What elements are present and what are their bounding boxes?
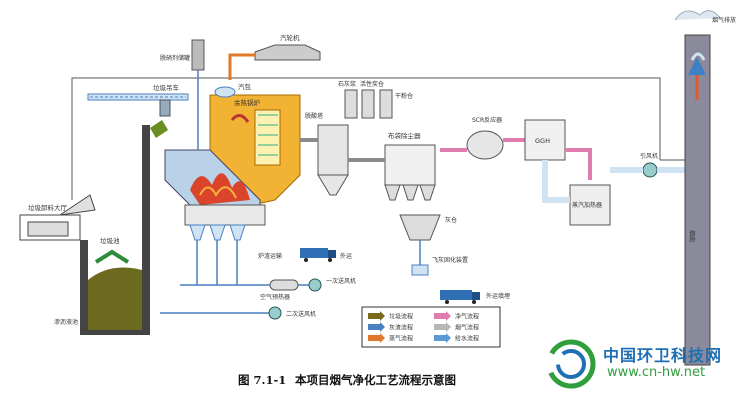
label-landfill: 外运填埋 xyxy=(486,292,510,300)
label-air-preheater: 空气预热器 xyxy=(260,293,290,301)
legend-arrow-icon xyxy=(434,311,451,321)
label-steam-heater: 蒸汽加热器 xyxy=(572,201,602,209)
induced-fan: 引风机 xyxy=(610,152,685,178)
label-fly-ash-silo: 脱硝剂储罐 xyxy=(160,54,190,62)
legend-arrow-icon xyxy=(434,333,451,343)
label-stack-output: 烟气排放 xyxy=(712,16,736,24)
air-supply xyxy=(160,240,320,314)
label-dry-powder: 干粉仓 xyxy=(395,92,413,100)
label-deacidify: 脱酸塔 xyxy=(305,112,323,120)
waste-crane: 垃圾吊车 xyxy=(87,83,189,117)
scr-reactor: SCR反应器 xyxy=(440,116,525,160)
label-stack: 烟囱 xyxy=(688,230,696,242)
label-ggh: GGH xyxy=(535,137,550,145)
label-leachate: 渗沥液池 xyxy=(54,318,78,326)
air-preheater xyxy=(269,279,299,291)
ash-silo: 灰仓 飞灰固化装置 xyxy=(399,214,468,276)
label-unloading-hall: 垃圾卸料大厅 xyxy=(28,203,68,212)
stack: 烟气排放 烟囱 xyxy=(674,10,736,366)
legend-label: 给水流程 xyxy=(455,335,479,343)
watermark-url: www.cn-hw.net xyxy=(607,365,706,380)
watermark-name: 中国环卫科技网 xyxy=(603,346,723,365)
unloading-hall: 垃圾卸料大厅 xyxy=(19,194,96,241)
deacidify-tower: 脱酸塔 xyxy=(300,112,349,196)
legend-label: 净气流程 xyxy=(455,313,479,321)
reagent-silos: 石灰浆 活性炭仓 干粉仓 xyxy=(338,80,413,119)
primary-fan-icon xyxy=(308,278,322,292)
logo-icon xyxy=(546,339,596,389)
label-waste-crane: 垃圾吊车 xyxy=(153,83,180,92)
diagram-canvas: 垃圾吊车 垃圾卸料大厅 垃圾池 渗沥液池 余热锅炉 汽包 xyxy=(19,10,736,366)
legend-arrow-icon xyxy=(434,322,451,332)
label-slag-transport: 外运 xyxy=(340,252,352,260)
label-induced-fan: 引风机 xyxy=(640,152,658,160)
label-lime: 石灰浆 xyxy=(338,80,356,88)
label-drum: 汽包 xyxy=(238,82,252,91)
legend-label: 垃圾流程 xyxy=(389,313,413,321)
label-primary-fan: 一次送风机 xyxy=(326,277,356,285)
label-bag-filter: 布袋除尘器 xyxy=(388,131,421,140)
furnace-grate xyxy=(164,149,266,241)
legend-label: 蒸气流程 xyxy=(389,335,413,343)
watermark: 中国环卫科技网 www.cn-hw.net xyxy=(545,338,745,394)
label-waste-pit: 垃圾池 xyxy=(100,236,120,245)
legend-arrow-icon xyxy=(368,333,385,343)
legend-label: 烟气流程 xyxy=(455,324,479,332)
caption-title: 本项目烟气净化工艺流程示意图 xyxy=(295,373,456,387)
slag-truck: 外运 炉渣运输 xyxy=(258,248,352,262)
label-activated-carbon: 活性炭仓 xyxy=(360,80,384,88)
label-steam-turbine: 汽轮机 xyxy=(280,33,300,42)
secondary-fan-icon xyxy=(268,306,282,320)
waste-pit: 垃圾池 渗沥液池 xyxy=(54,125,150,335)
denitration-tank: 脱硝剂储罐 xyxy=(160,39,205,150)
label-scr: SCR反应器 xyxy=(472,116,502,124)
caption-number: 图 7.1-1 xyxy=(238,373,287,387)
label-secondary-fan: 二次送风机 xyxy=(286,310,316,318)
label-boiler-ash: 炉渣运输 xyxy=(258,252,282,260)
label-fly-ash-solidify: 飞灰固化装置 xyxy=(432,256,468,264)
ggh: GGH xyxy=(524,119,592,180)
label-ash-pit: 灰仓 xyxy=(445,216,457,224)
legend-arrow-icon xyxy=(368,322,385,332)
legend-arrow-icon xyxy=(368,311,385,321)
landfill-truck: 外运填埋 xyxy=(440,290,510,304)
steam-heater: 蒸汽加热器 xyxy=(542,160,611,226)
bag-filter: 布袋除尘器 xyxy=(348,131,436,201)
steam-turbine: 汽轮机 xyxy=(228,33,321,80)
legend-label: 灰渣流程 xyxy=(389,324,413,332)
label-boiler: 余热锅炉 xyxy=(234,98,261,107)
